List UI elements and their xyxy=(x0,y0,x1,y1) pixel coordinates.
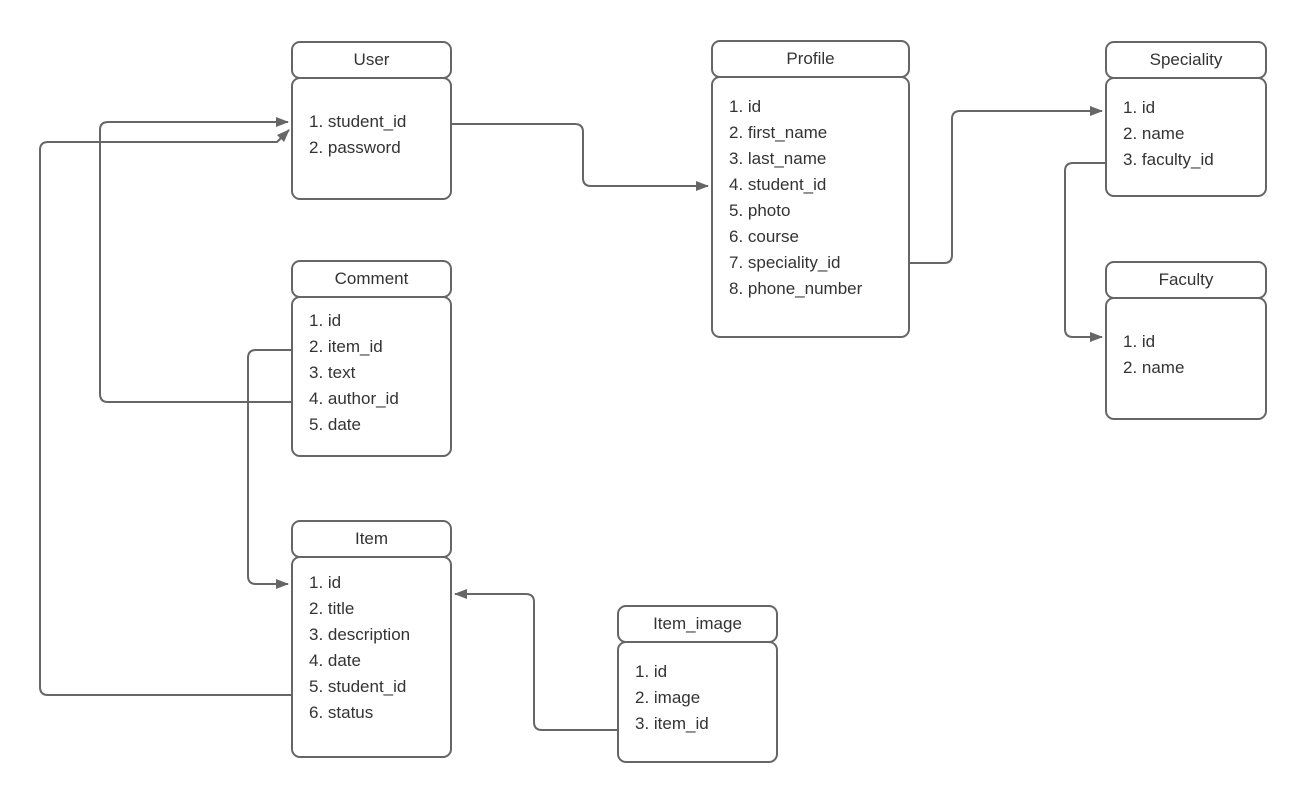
field-user-student-id: 1. student_id xyxy=(309,112,407,131)
entity-profile-body[interactable]: 1. id 2. first_name 3. last_name 4. stud… xyxy=(711,76,910,338)
field-item-title: 2. title xyxy=(309,599,355,618)
entity-comment-body[interactable]: 1. id 2. item_id 3. text 4. author_id 5.… xyxy=(291,296,452,457)
connector-comment-user[interactable] xyxy=(99,117,291,403)
entity-item-image[interactable]: Item_image 1. id 2. image 3. item_id xyxy=(617,605,778,763)
entity-speciality-body[interactable]: 1. id 2. name 3. faculty_id xyxy=(1105,77,1267,197)
connector-profile-speciality[interactable] xyxy=(910,106,1103,264)
entity-item-image-header[interactable]: Item_image xyxy=(617,605,778,643)
field-comment-date: 5. date xyxy=(309,415,361,434)
entity-item-image-title: Item_image xyxy=(653,614,742,633)
entity-faculty-body[interactable]: 1. id 2. name xyxy=(1105,297,1267,420)
entity-item-title: Item xyxy=(354,529,389,548)
field-profile-phone-number: 8. phone_number xyxy=(729,279,863,298)
field-item-description: 3. description xyxy=(309,625,411,644)
entity-faculty-header[interactable]: Faculty xyxy=(1105,261,1267,299)
entity-profile[interactable]: Profile 1. id 2. first_name 3. last_name… xyxy=(711,40,910,338)
entity-comment[interactable]: Comment 1. id 2. item_id 3. text 4. auth… xyxy=(291,260,452,457)
connector-item-user[interactable] xyxy=(39,129,291,696)
field-profile-photo: 5. photo xyxy=(729,201,791,220)
entity-item-body[interactable]: 1. id 2. title 3. description 4. date 5.… xyxy=(291,556,452,758)
entity-faculty-title: Faculty xyxy=(1158,270,1214,289)
field-speciality-name: 2. name xyxy=(1123,124,1185,143)
field-comment-author-id: 4. author_id xyxy=(309,389,399,408)
entity-item-header[interactable]: Item xyxy=(291,520,452,558)
field-item-image-image: 2. image xyxy=(635,688,701,707)
connector-item-image-item[interactable] xyxy=(454,589,617,731)
field-profile-id: 1. id xyxy=(729,97,762,116)
field-profile-course: 6. course xyxy=(729,227,799,246)
entity-profile-header[interactable]: Profile xyxy=(711,40,910,78)
field-comment-text: 3. text xyxy=(309,363,356,382)
entity-speciality-title: Speciality xyxy=(1149,50,1223,69)
field-faculty-name: 2. name xyxy=(1123,358,1185,377)
entity-user-header[interactable]: User xyxy=(291,41,452,79)
entity-speciality-header[interactable]: Speciality xyxy=(1105,41,1267,79)
field-speciality-id: 1. id xyxy=(1123,98,1156,117)
entity-item[interactable]: Item 1. id 2. title 3. description 4. da… xyxy=(291,520,452,758)
field-profile-student-id: 4. student_id xyxy=(729,175,827,194)
field-comment-item-id: 2. item_id xyxy=(309,337,383,356)
field-comment-id: 1. id xyxy=(309,311,342,330)
field-item-id: 1. id xyxy=(309,573,342,592)
entity-comment-title: Comment xyxy=(334,269,409,288)
entity-user-body[interactable]: 1. student_id 2. password xyxy=(291,77,452,200)
entity-user-title: User xyxy=(353,50,390,69)
field-speciality-faculty-id: 3. faculty_id xyxy=(1123,150,1214,169)
entity-faculty[interactable]: Faculty 1. id 2. name xyxy=(1105,261,1267,420)
entity-user[interactable]: User 1. student_id 2. password xyxy=(291,41,452,200)
field-profile-first-name: 2. first_name xyxy=(729,123,828,142)
field-item-student-id: 5. student_id xyxy=(309,677,407,696)
field-item-image-item-id: 3. item_id xyxy=(635,714,709,733)
field-item-image-id: 1. id xyxy=(635,662,668,681)
connector-user-profile[interactable] xyxy=(452,123,709,191)
entity-profile-title: Profile xyxy=(786,49,835,68)
entity-comment-header[interactable]: Comment xyxy=(291,260,452,298)
connector-speciality-faculty[interactable] xyxy=(1064,162,1105,342)
entity-speciality[interactable]: Speciality 1. id 2. name 3. faculty_id xyxy=(1105,41,1267,197)
field-item-status: 6. status xyxy=(309,703,374,722)
field-user-password: 2. password xyxy=(309,138,401,157)
field-profile-speciality-id: 7. speciality_id xyxy=(729,253,841,272)
entity-item-image-body[interactable]: 1. id 2. image 3. item_id xyxy=(617,641,778,763)
field-item-date: 4. date xyxy=(309,651,361,670)
field-profile-last-name: 3. last_name xyxy=(729,149,827,168)
field-faculty-id: 1. id xyxy=(1123,332,1156,351)
connector-comment-item[interactable] xyxy=(247,349,291,589)
